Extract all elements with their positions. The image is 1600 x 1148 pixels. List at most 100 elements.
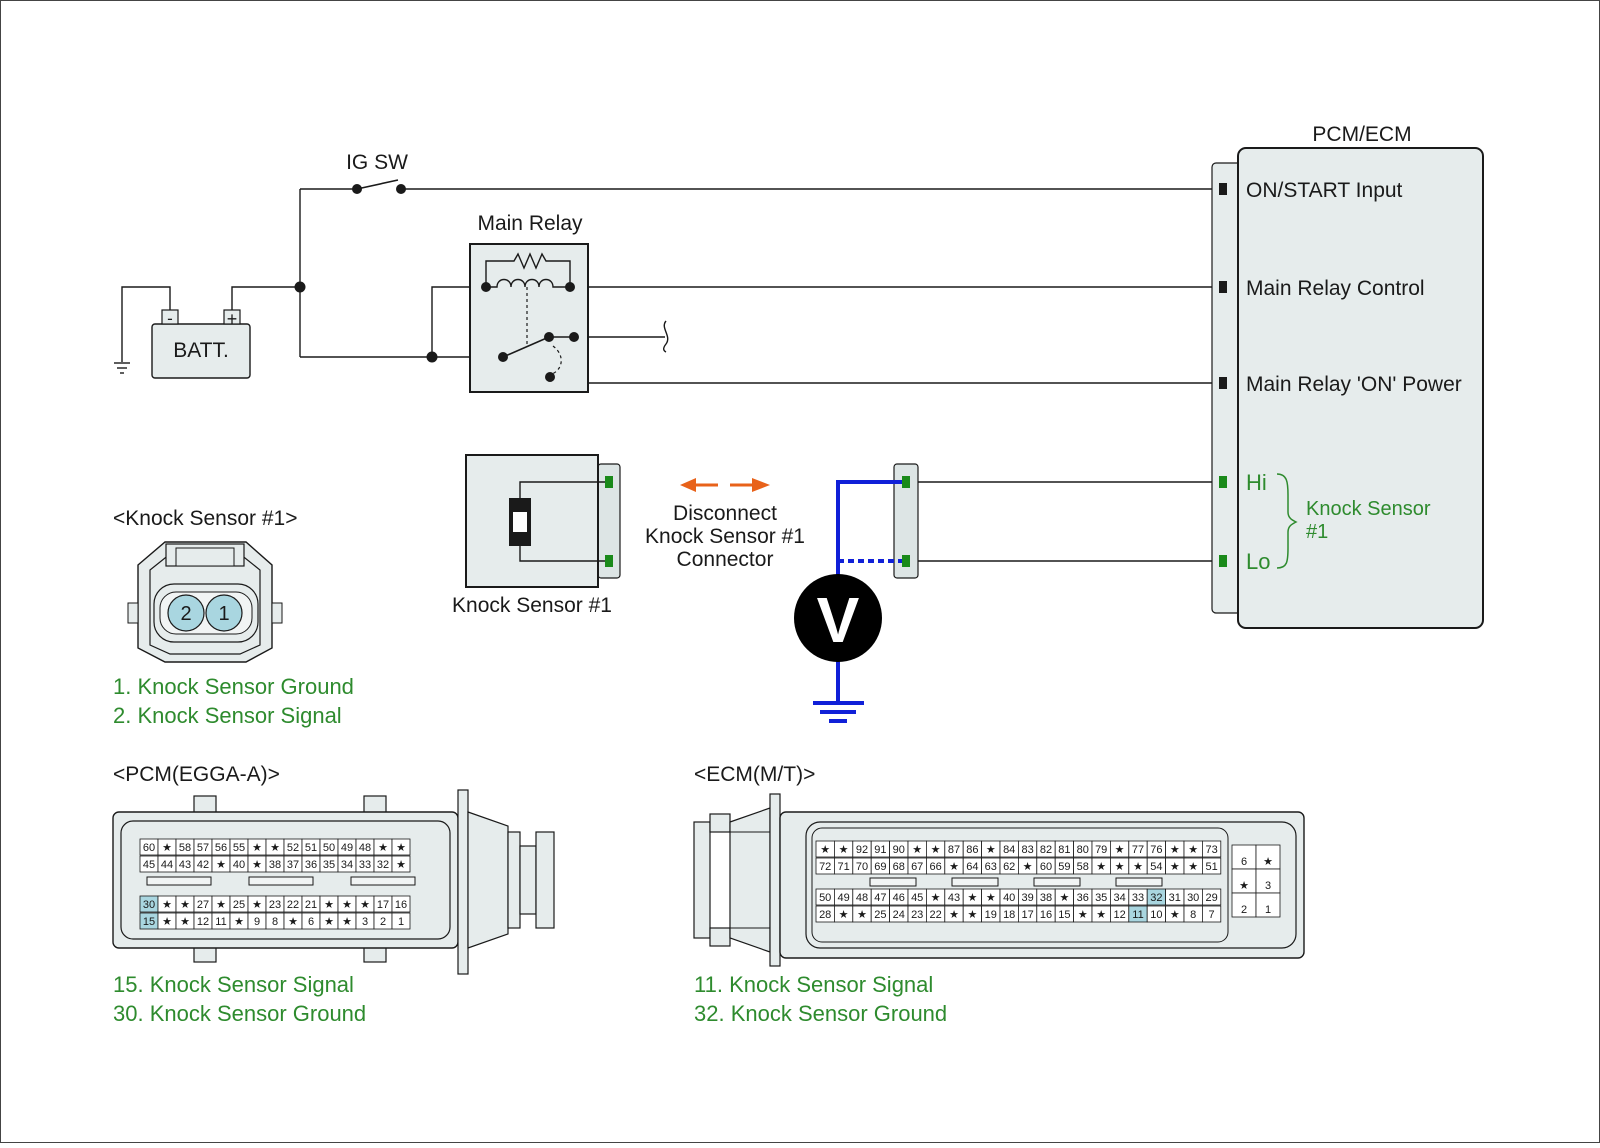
pcm-pin-label: 3 xyxy=(362,916,368,928)
disconnect-text-line3: Connector xyxy=(677,548,774,571)
ecm-pin-label: 71 xyxy=(837,861,849,873)
ecm-pin-label: 47 xyxy=(874,892,886,904)
main-relay-control-label: Main Relay Control xyxy=(1246,277,1425,300)
knock-connector-face: 2 1 xyxy=(127,541,283,663)
terminal-lo xyxy=(1219,555,1227,567)
pcm-pin-label: 1 xyxy=(398,916,404,928)
ecm-pin-label: ★ xyxy=(967,892,977,904)
ecm-pin-label: 15 xyxy=(1058,909,1070,921)
ecm-pin-label: 82 xyxy=(1040,844,1052,856)
pcm-legend-2: 30. Knock Sensor Ground xyxy=(113,1001,366,1026)
hi-label: Hi xyxy=(1246,470,1267,495)
ecm-pin-label: ★ xyxy=(986,844,996,856)
pcm-pin-label: ★ xyxy=(252,859,262,871)
ecm-pin-label: ★ xyxy=(949,909,959,921)
main-relay-on-power-label: Main Relay 'ON' Power xyxy=(1246,373,1462,396)
ecm-pin-label: ★ xyxy=(1188,844,1198,856)
ecm-pin-label: 86 xyxy=(966,844,978,856)
ecm-pin-label: 11 xyxy=(1132,909,1143,921)
ecm-pin-label: 73 xyxy=(1205,844,1217,856)
ecm-pin-label: 31 xyxy=(1169,892,1181,904)
ecm-pin-label: 17 xyxy=(1021,909,1033,921)
ecm-pin-label: ★ xyxy=(967,909,977,921)
ecm-pin-label: 48 xyxy=(856,892,868,904)
ecm-pin-label: 77 xyxy=(1132,844,1144,856)
ecm-pin-label: 45 xyxy=(911,892,923,904)
pcm-pin-label: 52 xyxy=(287,842,299,854)
pcm-pin-label: 60 xyxy=(143,842,155,854)
main-relay-label: Main Relay xyxy=(477,212,583,235)
pcm-pin-label: 22 xyxy=(287,899,299,911)
pcm-pin-label: 27 xyxy=(197,899,209,911)
pcm-pin-label: 56 xyxy=(215,842,227,854)
ecm-pin-label: ★ xyxy=(1115,861,1125,873)
ecm-pin-label: 63 xyxy=(985,861,997,873)
harness-connector xyxy=(893,463,919,579)
ecm-pin-label: 34 xyxy=(1113,892,1125,904)
ecm-pin-label: 67 xyxy=(911,861,923,873)
ecm-pin-label: 64 xyxy=(966,861,978,873)
pcm-pin-label: 12 xyxy=(197,916,209,928)
pcm-knock-sensor-label: Knock Sensor xyxy=(1306,498,1431,520)
pcm-pin-label: 17 xyxy=(377,899,389,911)
ecm-pin-label: ★ xyxy=(1170,909,1180,921)
ecm-pin-label: 70 xyxy=(856,861,868,873)
pcm-pin-cell xyxy=(391,895,411,913)
ecm-pin-label: 33 xyxy=(1132,892,1144,904)
ecm-connector-body xyxy=(693,793,1305,967)
ecm-pin-label: ★ xyxy=(1170,861,1180,873)
ecm-pin-label: 28 xyxy=(819,909,831,921)
pcm-knock-sensor-number: #1 xyxy=(1306,521,1328,543)
ecm-pin-label: 38 xyxy=(1040,892,1052,904)
terminal-relay-control xyxy=(1219,281,1227,293)
battery-plus-label: + xyxy=(227,309,238,329)
ecm-pin-cell xyxy=(1202,888,1222,906)
pcm-pin-label: 55 xyxy=(233,842,245,854)
ecm-pin-label: 80 xyxy=(1077,844,1089,856)
ecm-pin-label: ★ xyxy=(1115,844,1125,856)
pcm-pin-label: ★ xyxy=(216,899,226,911)
ecm-pin-label: 83 xyxy=(1021,844,1033,856)
pcm-pin-label: ★ xyxy=(180,916,190,928)
ecm-pin-label: 54 xyxy=(1150,861,1162,873)
knock-sensor-brace xyxy=(1276,473,1298,569)
ecm-side-pin-cell xyxy=(1255,844,1281,870)
ecm-pin-label: ★ xyxy=(1096,861,1106,873)
ecm-pin-label: 32 xyxy=(1150,892,1162,904)
pcm-pin-label: 33 xyxy=(359,859,371,871)
pcm-pin-label: 9 xyxy=(254,916,260,928)
pcm-pin-label: 32 xyxy=(377,859,389,871)
ig-sw-label: IG SW xyxy=(346,151,408,174)
ecm-pin-label: 16 xyxy=(1040,909,1052,921)
ecm-pin-label: ★ xyxy=(1078,909,1088,921)
ecm-pin-label: ★ xyxy=(931,844,941,856)
pcm-pin-label: 43 xyxy=(179,859,191,871)
ecm-pin-label: 36 xyxy=(1077,892,1089,904)
ecm-pin-label: ★ xyxy=(820,844,830,856)
ecm-pin-label: 90 xyxy=(893,844,905,856)
pcm-pin-label: 30 xyxy=(143,899,155,911)
pcm-pin-label: ★ xyxy=(360,899,370,911)
ecm-side-pin-label: ★ xyxy=(1239,880,1249,892)
pcm-pin-label: ★ xyxy=(252,899,262,911)
pcm-pin-label: 15 xyxy=(143,916,155,928)
ecm-pin-label: ★ xyxy=(912,844,922,856)
wire-break-mark xyxy=(663,320,669,353)
pcm-pin-label: ★ xyxy=(378,842,388,854)
pcm-pin-label: 45 xyxy=(143,859,155,871)
ecm-pin-label: 62 xyxy=(1003,861,1015,873)
ecm-pin-label: 87 xyxy=(948,844,960,856)
knock-connector-title: <Knock Sensor #1> xyxy=(113,507,297,530)
ecm-pin-label: 84 xyxy=(1003,844,1015,856)
pcm-pin-label: ★ xyxy=(216,859,226,871)
ecm-pin-label: ★ xyxy=(839,909,849,921)
ground-symbol xyxy=(114,362,130,374)
pcm-pin-label: ★ xyxy=(288,916,298,928)
ecm-pin-label: ★ xyxy=(1023,861,1033,873)
pcm-ecm-title: PCM/ECM xyxy=(1312,123,1411,146)
